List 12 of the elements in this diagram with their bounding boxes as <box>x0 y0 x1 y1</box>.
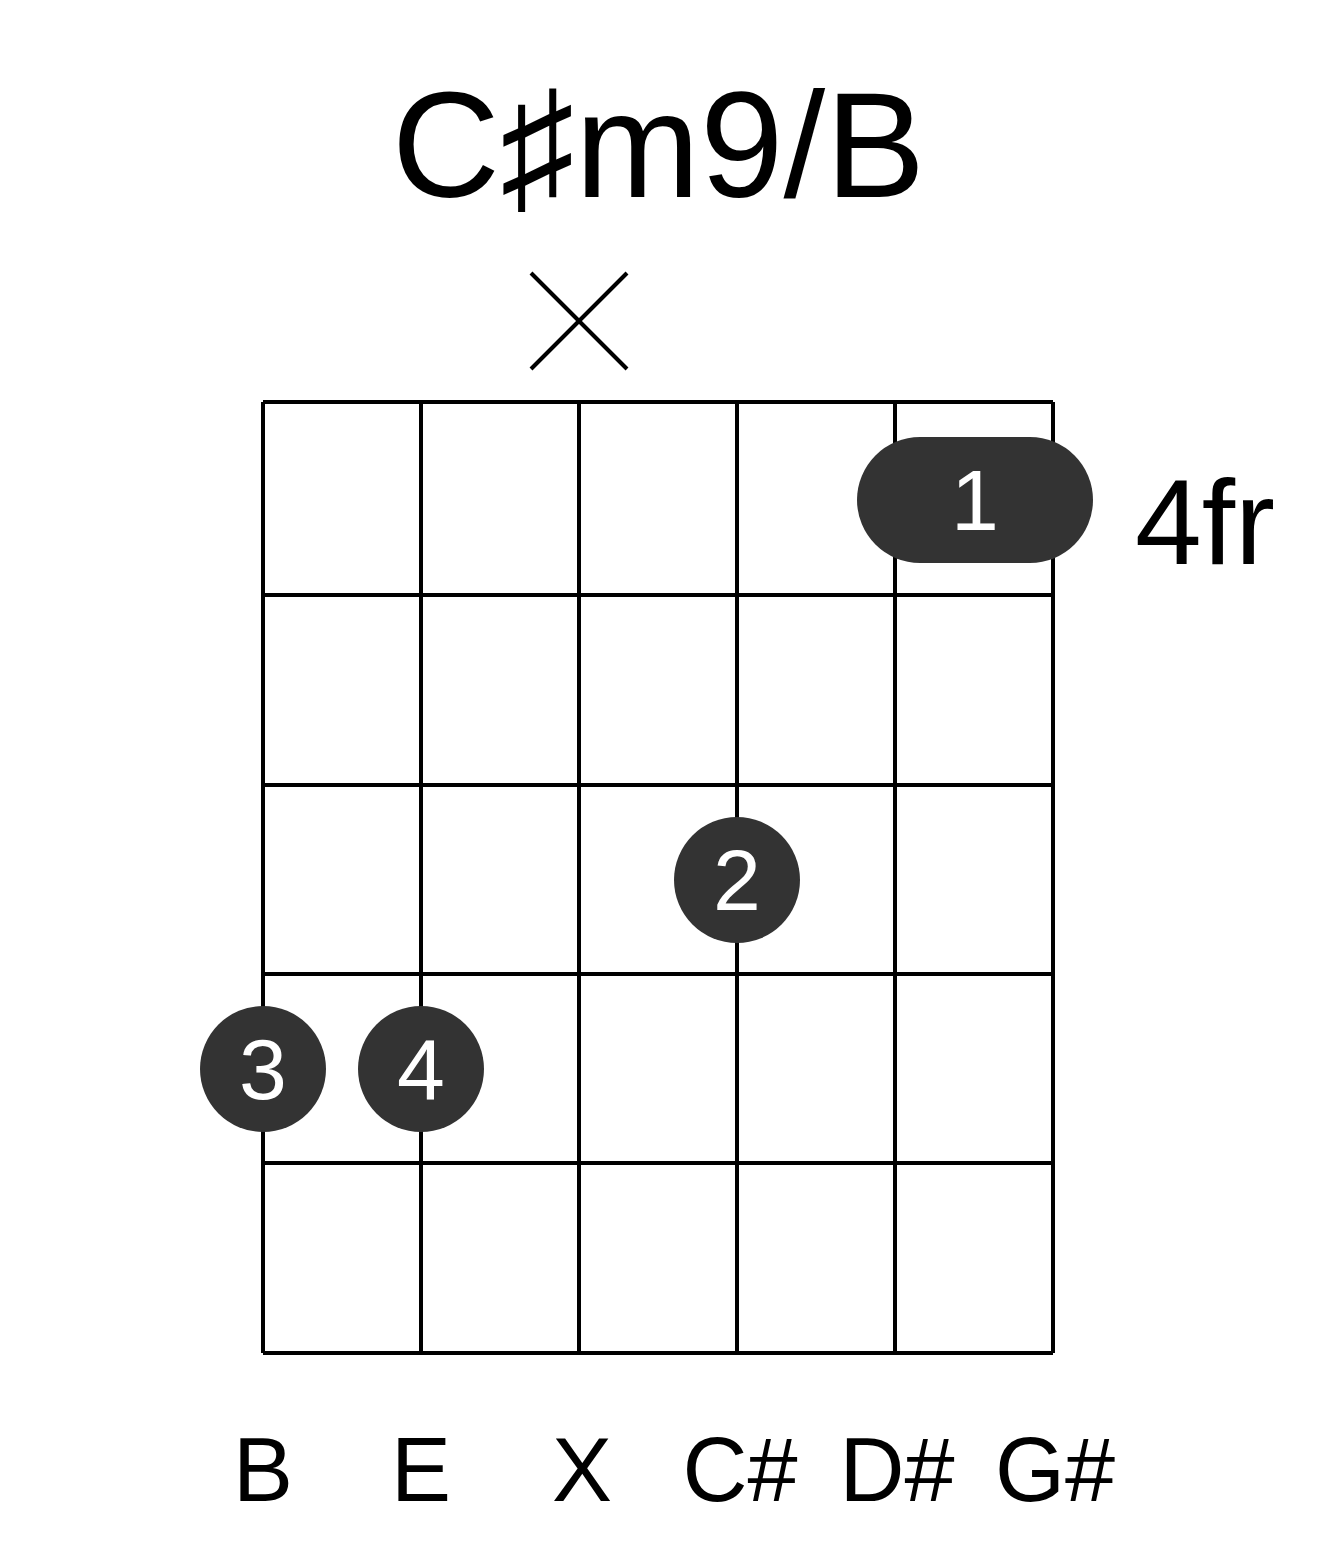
chord-title: C♯m9/B <box>391 70 926 220</box>
finger-dot: 4 <box>358 1006 484 1132</box>
note-name: B <box>233 1425 293 1515</box>
note-name: D# <box>839 1425 955 1515</box>
note-name: C# <box>682 1425 798 1515</box>
note-name: X <box>552 1425 612 1515</box>
barre-marker: 1 <box>857 437 1093 563</box>
fret-number: 4fr <box>1135 462 1276 582</box>
finger-dot: 3 <box>200 1006 326 1132</box>
note-name: G# <box>994 1425 1116 1515</box>
finger-dot: 2 <box>674 817 800 943</box>
note-name: E <box>391 1425 451 1515</box>
